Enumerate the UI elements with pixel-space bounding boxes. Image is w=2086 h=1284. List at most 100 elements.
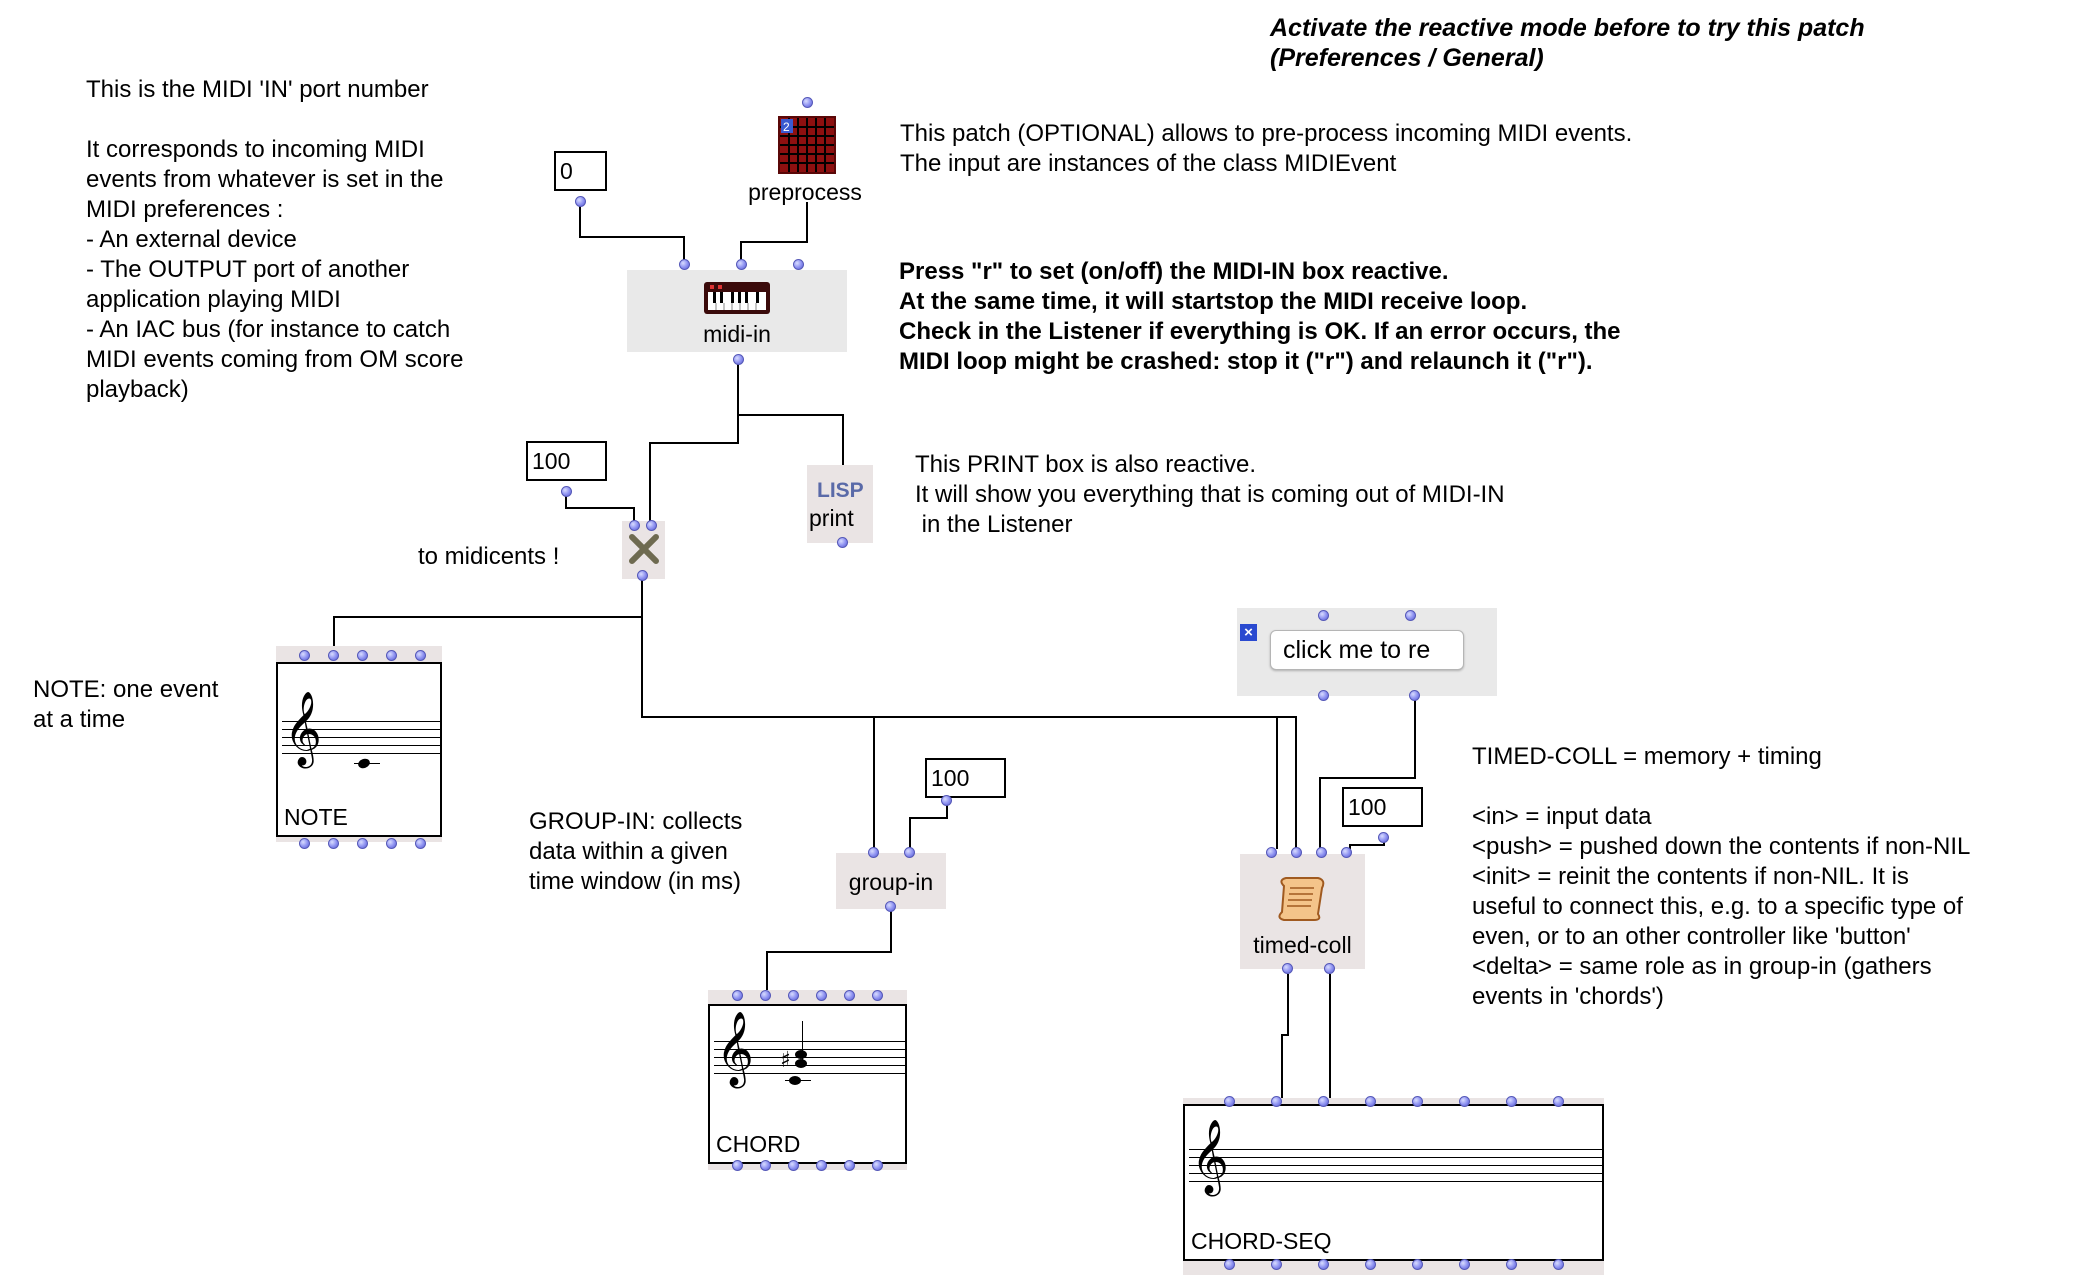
note-inlet[interactable] bbox=[386, 650, 397, 661]
midi-in-box[interactable]: midi-in bbox=[627, 270, 847, 352]
chord-score-box[interactable]: 𝄞 ♯ CHORD bbox=[708, 1004, 907, 1164]
note-label: NOTE bbox=[284, 804, 348, 830]
wire-port-to-midi-in bbox=[579, 202, 685, 263]
chord-inlet[interactable] bbox=[816, 990, 827, 1001]
midi-port-number-box[interactable]: 0 bbox=[554, 151, 607, 191]
note-outlet[interactable] bbox=[299, 838, 310, 849]
note-outlet[interactable] bbox=[357, 838, 368, 849]
wire-midi-in-to-print bbox=[738, 414, 844, 466]
comment-note: NOTE: one event at a time bbox=[33, 676, 219, 733]
timed-coll-inlet-init[interactable] bbox=[1316, 847, 1327, 858]
svg-text:2: 2 bbox=[783, 120, 790, 134]
chord-seq-inlet[interactable] bbox=[1459, 1096, 1470, 1107]
chord-outlet[interactable] bbox=[760, 1160, 771, 1171]
timed-coll-outlet-2[interactable] bbox=[1324, 963, 1335, 974]
click-me-button[interactable]: click me to re bbox=[1270, 630, 1464, 670]
outlet[interactable] bbox=[941, 795, 952, 806]
wire-mult-to-note bbox=[333, 580, 643, 653]
print-outlet[interactable] bbox=[837, 537, 848, 548]
coll-delta-number-box[interactable]: 100 bbox=[1342, 787, 1423, 827]
chord-seq-outlet[interactable] bbox=[1553, 1259, 1564, 1270]
comment-midi-port: This is the MIDI 'IN' port number It cor… bbox=[86, 76, 464, 403]
midi-in-inlet-3[interactable] bbox=[793, 259, 804, 270]
midi-in-inlet-1[interactable] bbox=[679, 259, 690, 270]
chord-seq-outlet[interactable] bbox=[1271, 1259, 1282, 1270]
chord-inlet[interactable] bbox=[872, 990, 883, 1001]
chord-inlet[interactable] bbox=[788, 990, 799, 1001]
outlet[interactable] bbox=[575, 196, 586, 207]
chord-inlet[interactable] bbox=[732, 990, 743, 1001]
note-inlet[interactable] bbox=[299, 650, 310, 661]
multiply-inlet-1[interactable] bbox=[629, 520, 640, 531]
comment-preprocess: This patch (OPTIONAL) allows to pre-proc… bbox=[900, 120, 1633, 177]
group-in-outlet[interactable] bbox=[885, 901, 896, 912]
button-outlet-1[interactable] bbox=[1318, 690, 1329, 701]
multiply-outlet[interactable] bbox=[637, 570, 648, 581]
chord-outlet[interactable] bbox=[732, 1160, 743, 1171]
chord-seq-inlet[interactable] bbox=[1506, 1096, 1517, 1107]
chord-seq-inlet[interactable] bbox=[1553, 1096, 1564, 1107]
lisp-icon: LISP bbox=[817, 479, 864, 502]
print-box[interactable]: LISP print bbox=[807, 465, 873, 543]
group-delta-number-box[interactable]: 100 bbox=[925, 758, 1006, 798]
multiplier-number-box[interactable]: 100 bbox=[526, 441, 607, 481]
group-in-inlet-2[interactable] bbox=[904, 847, 915, 858]
chord-inlet[interactable] bbox=[760, 990, 771, 1001]
chord-inlet[interactable] bbox=[844, 990, 855, 1001]
staff-line bbox=[282, 745, 440, 746]
checkbox-x-icon[interactable]: × bbox=[1240, 624, 1257, 641]
note-outlet[interactable] bbox=[415, 838, 426, 849]
midi-in-inlet-2[interactable] bbox=[736, 259, 747, 270]
chord-seq-label: CHORD-SEQ bbox=[1191, 1228, 1332, 1254]
chord-seq-inlet[interactable] bbox=[1271, 1096, 1282, 1107]
staff-line bbox=[714, 1057, 905, 1058]
staff-line bbox=[1189, 1149, 1602, 1150]
outlet[interactable] bbox=[561, 486, 572, 497]
note-score-box[interactable]: 𝄞 NOTE bbox=[276, 662, 442, 837]
chord-seq-outlet[interactable] bbox=[1412, 1259, 1423, 1270]
outlet[interactable] bbox=[1378, 832, 1389, 843]
timed-coll-inlet-push[interactable] bbox=[1291, 847, 1302, 858]
note-inlet[interactable] bbox=[357, 650, 368, 661]
chord-note-head bbox=[795, 1050, 807, 1059]
group-in-inlet-1[interactable] bbox=[868, 847, 879, 858]
multiply-inlet-2[interactable] bbox=[646, 520, 657, 531]
note-outlet[interactable] bbox=[386, 838, 397, 849]
chord-seq-outlet[interactable] bbox=[1365, 1259, 1376, 1270]
timed-coll-box[interactable]: timed-coll bbox=[1240, 854, 1365, 969]
chord-outlet[interactable] bbox=[816, 1160, 827, 1171]
chord-outlet[interactable] bbox=[844, 1160, 855, 1171]
timed-coll-outlet-1[interactable] bbox=[1282, 963, 1293, 974]
chord-seq-inlet[interactable] bbox=[1412, 1096, 1423, 1107]
group-in-box[interactable]: group-in bbox=[836, 853, 946, 909]
note-inlet[interactable] bbox=[415, 650, 426, 661]
chord-seq-inlet[interactable] bbox=[1224, 1096, 1235, 1107]
chord-seq-inlet[interactable] bbox=[1318, 1096, 1329, 1107]
staff-line bbox=[282, 721, 440, 722]
chord-seq-outlet[interactable] bbox=[1318, 1259, 1329, 1270]
staff-line bbox=[1189, 1181, 1602, 1182]
button-inlet-2[interactable] bbox=[1405, 610, 1416, 621]
chord-seq-inlet[interactable] bbox=[1365, 1096, 1376, 1107]
multiply-box[interactable] bbox=[622, 521, 665, 579]
midi-in-outlet[interactable] bbox=[733, 354, 744, 365]
note-inlet[interactable] bbox=[328, 650, 339, 661]
preprocess-label: preprocess bbox=[748, 179, 862, 205]
staff-line bbox=[282, 753, 440, 754]
preprocess-box[interactable]: 2 preprocess bbox=[740, 95, 870, 207]
chord-outlet[interactable] bbox=[872, 1160, 883, 1171]
chord-seq-score-box[interactable]: 𝄞 CHORD-SEQ bbox=[1183, 1104, 1604, 1261]
print-label: print bbox=[809, 505, 854, 531]
button-inlet-1[interactable] bbox=[1318, 610, 1329, 621]
chord-seq-outlet[interactable] bbox=[1459, 1259, 1470, 1270]
button-outlet-2[interactable] bbox=[1409, 690, 1420, 701]
chord-seq-outlet[interactable] bbox=[1506, 1259, 1517, 1270]
inlet[interactable] bbox=[802, 97, 813, 108]
timed-coll-inlet-in[interactable] bbox=[1266, 847, 1277, 858]
midi-in-label: midi-in bbox=[703, 321, 771, 347]
timed-coll-inlet-delta[interactable] bbox=[1341, 847, 1352, 858]
note-outlet[interactable] bbox=[328, 838, 339, 849]
chord-seq-outlet[interactable] bbox=[1224, 1259, 1235, 1270]
chord-outlet[interactable] bbox=[788, 1160, 799, 1171]
header-note-line2: (Preferences / General) bbox=[1270, 44, 1544, 72]
